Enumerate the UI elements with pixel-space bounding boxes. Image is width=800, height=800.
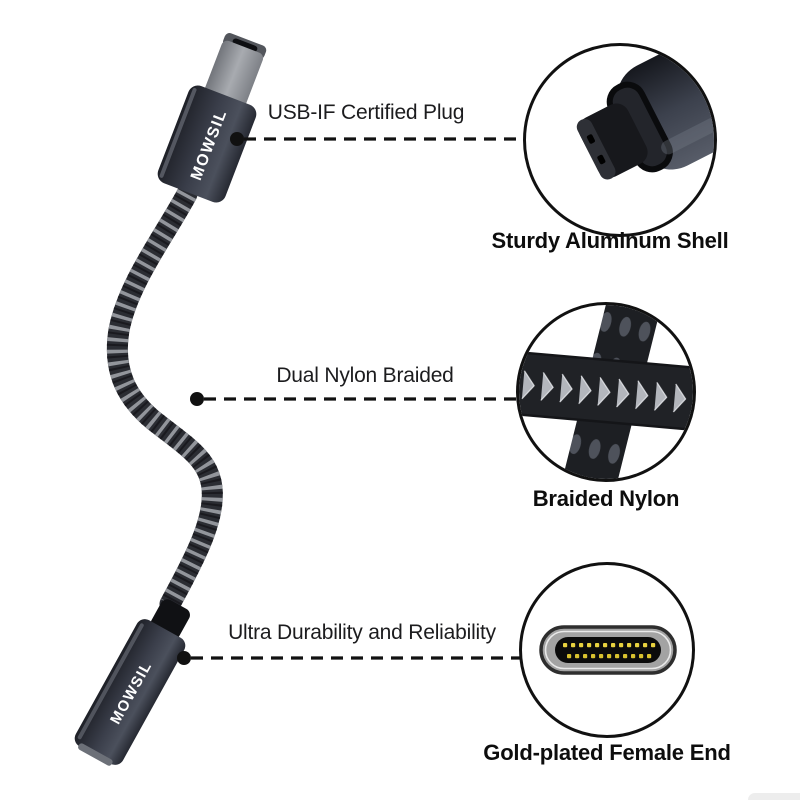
leader-dot-female-end — [177, 651, 191, 665]
female-port-art — [539, 625, 677, 675]
braid-closeup-art — [519, 305, 693, 479]
port-inner-ring — [544, 630, 672, 670]
plug-aluminum-shell — [157, 85, 257, 203]
closeup-plug-slot-2 — [597, 154, 606, 165]
inset-braid-closeup — [516, 302, 696, 482]
usb-c-male-plug: MOWSIL — [157, 33, 267, 203]
callout-label-cable: Dual Nylon Braided — [276, 364, 454, 387]
gold-pins-top-row — [563, 643, 656, 648]
leader-line-plug — [230, 132, 523, 146]
inset-caption-female-end: Gold-plated Female End — [483, 740, 731, 765]
port-slot — [555, 637, 661, 663]
gold-pins-bottom-row — [567, 654, 652, 659]
leader-line-female-end — [177, 651, 520, 665]
leader-dot-plug — [230, 132, 244, 146]
corner-watermark-edge — [748, 793, 800, 800]
female-shell-highlight — [77, 623, 144, 740]
female-aluminum-shell — [74, 619, 186, 765]
female-port-opening-edge — [78, 743, 113, 766]
callout-label-female-end: Ultra Durability and Reliability — [228, 621, 496, 644]
inset-plug-closeup — [523, 43, 717, 237]
plug-closeup-art — [576, 46, 714, 180]
usb-c-female-port-face — [539, 625, 677, 675]
closeup-plug-slot-1 — [586, 134, 595, 144]
braided-cable — [106, 183, 223, 615]
usb-c-female-connector: MOWSIL — [74, 599, 190, 766]
closeup-plug-underside — [576, 118, 616, 180]
callout-label-plug: USB-IF Certified Plug — [267, 101, 465, 124]
braid-strand-horizontal — [519, 349, 693, 434]
inset-caption-braid: Braided Nylon — [532, 486, 680, 511]
leader-dot-cable — [190, 392, 204, 406]
closeup-shell-sheen — [661, 92, 714, 155]
inset-caption-plug: Sturdy Aluminum Shell — [491, 228, 729, 253]
inset-female-port-closeup — [519, 562, 695, 738]
plug-metal-tip — [204, 40, 264, 108]
plug-shell-highlight — [159, 87, 197, 178]
plug-tip-opening — [232, 38, 258, 52]
leader-line-cable — [190, 392, 517, 406]
